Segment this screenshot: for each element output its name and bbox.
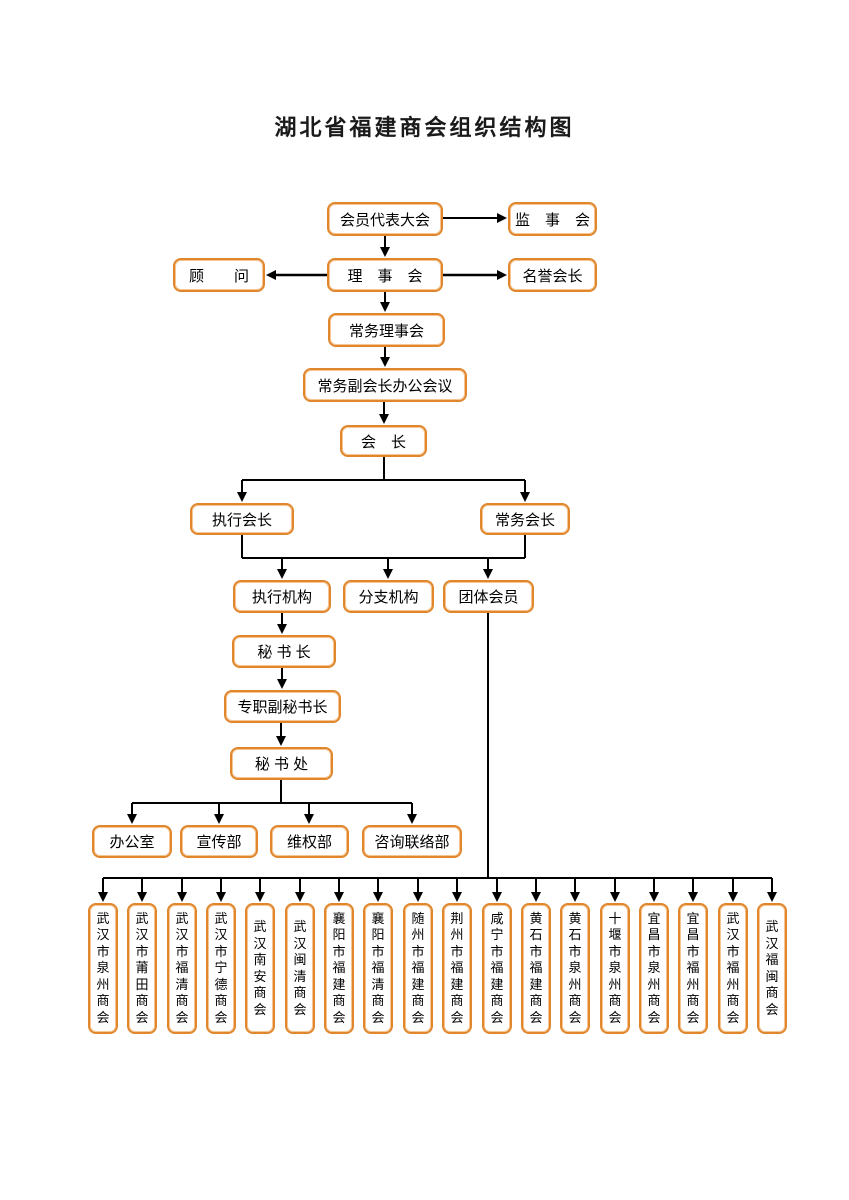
chamber-label: 咸宁市福建商会 bbox=[490, 910, 504, 1025]
node-chamber-10: 荆州市福建商会 bbox=[442, 903, 472, 1034]
node-chamber-8: 襄阳市福清商会 bbox=[363, 903, 393, 1034]
node-liaison-dept: 咨询联络部 bbox=[362, 825, 462, 858]
node-chamber-3: 武汉市福清商会 bbox=[167, 903, 197, 1034]
node-chamber-17: 武汉市福州商会 bbox=[718, 903, 748, 1034]
chamber-label: 黄石市泉州商会 bbox=[568, 910, 582, 1025]
node-standing-council: 常务理事会 bbox=[328, 313, 445, 347]
node-group-members: 团体会员 bbox=[443, 580, 534, 613]
chamber-label: 荆州市福建商会 bbox=[450, 910, 464, 1025]
node-standing-president: 常务会长 bbox=[480, 503, 570, 535]
node-member-assembly: 会员代表大会 bbox=[327, 202, 443, 236]
chamber-label: 襄阳市福清商会 bbox=[371, 910, 385, 1025]
node-chamber-15: 宜昌市泉州商会 bbox=[639, 903, 669, 1034]
chamber-label: 十堰市泉州商会 bbox=[608, 910, 622, 1025]
chamber-label: 襄阳市福建商会 bbox=[332, 910, 346, 1025]
node-president: 会 长 bbox=[340, 425, 427, 457]
node-chamber-11: 咸宁市福建商会 bbox=[482, 903, 512, 1034]
node-office: 办公室 bbox=[92, 825, 172, 858]
node-chamber-12: 黄石市福建商会 bbox=[521, 903, 551, 1034]
node-chamber-16: 宜昌市福州商会 bbox=[678, 903, 708, 1034]
chamber-label: 武汉市莆田商会 bbox=[135, 910, 149, 1025]
chamber-label: 宜昌市泉州商会 bbox=[647, 910, 661, 1025]
node-evp-office-meeting: 常务副会长办公会议 bbox=[303, 368, 467, 402]
page-title: 湖北省福建商会组织结构图 bbox=[274, 115, 575, 140]
node-executive-president: 执行会长 bbox=[190, 503, 294, 535]
node-supervisory-board: 监 事 会 bbox=[508, 202, 597, 236]
chamber-label: 黄石市福建商会 bbox=[529, 910, 543, 1025]
node-deputy-secretary-general: 专职副秘书长 bbox=[224, 690, 341, 723]
node-secretary-general: 秘 书 长 bbox=[232, 635, 336, 668]
chamber-label: 武汉市福州商会 bbox=[726, 910, 740, 1025]
chamber-label: 武汉南安商会 bbox=[253, 919, 267, 1017]
node-branch-org: 分支机构 bbox=[343, 580, 434, 613]
chamber-label: 武汉市宁德商会 bbox=[214, 910, 228, 1025]
node-chamber-9: 随州市福建商会 bbox=[403, 903, 433, 1034]
chamber-label: 武汉福闽商会 bbox=[765, 919, 779, 1017]
chamber-label: 武汉市泉州商会 bbox=[96, 910, 110, 1025]
chamber-label: 随州市福建商会 bbox=[411, 910, 425, 1025]
node-chamber-2: 武汉市莆田商会 bbox=[127, 903, 157, 1034]
chamber-label: 武汉市福清商会 bbox=[175, 910, 189, 1025]
node-chamber-1: 武汉市泉州商会 bbox=[88, 903, 118, 1034]
node-rights-dept: 维权部 bbox=[270, 825, 349, 858]
node-secretariat: 秘 书 处 bbox=[230, 747, 333, 780]
chamber-label: 宜昌市福州商会 bbox=[686, 910, 700, 1025]
node-chamber-18: 武汉福闽商会 bbox=[757, 903, 787, 1034]
node-honorary-president: 名誉会长 bbox=[508, 258, 597, 292]
node-chamber-5: 武汉南安商会 bbox=[245, 903, 275, 1034]
node-chamber-13: 黄石市泉州商会 bbox=[560, 903, 590, 1034]
node-chamber-6: 武汉闽清商会 bbox=[285, 903, 315, 1034]
node-advisor: 顾 问 bbox=[173, 258, 265, 292]
node-council: 理 事 会 bbox=[327, 258, 443, 292]
chamber-label: 武汉闽清商会 bbox=[293, 919, 307, 1017]
node-chamber-7: 襄阳市福建商会 bbox=[324, 903, 354, 1034]
node-chamber-14: 十堰市泉州商会 bbox=[600, 903, 630, 1034]
node-chamber-4: 武汉市宁德商会 bbox=[206, 903, 236, 1034]
node-publicity-dept: 宣传部 bbox=[180, 825, 258, 858]
node-executive-body: 执行机构 bbox=[233, 580, 331, 613]
